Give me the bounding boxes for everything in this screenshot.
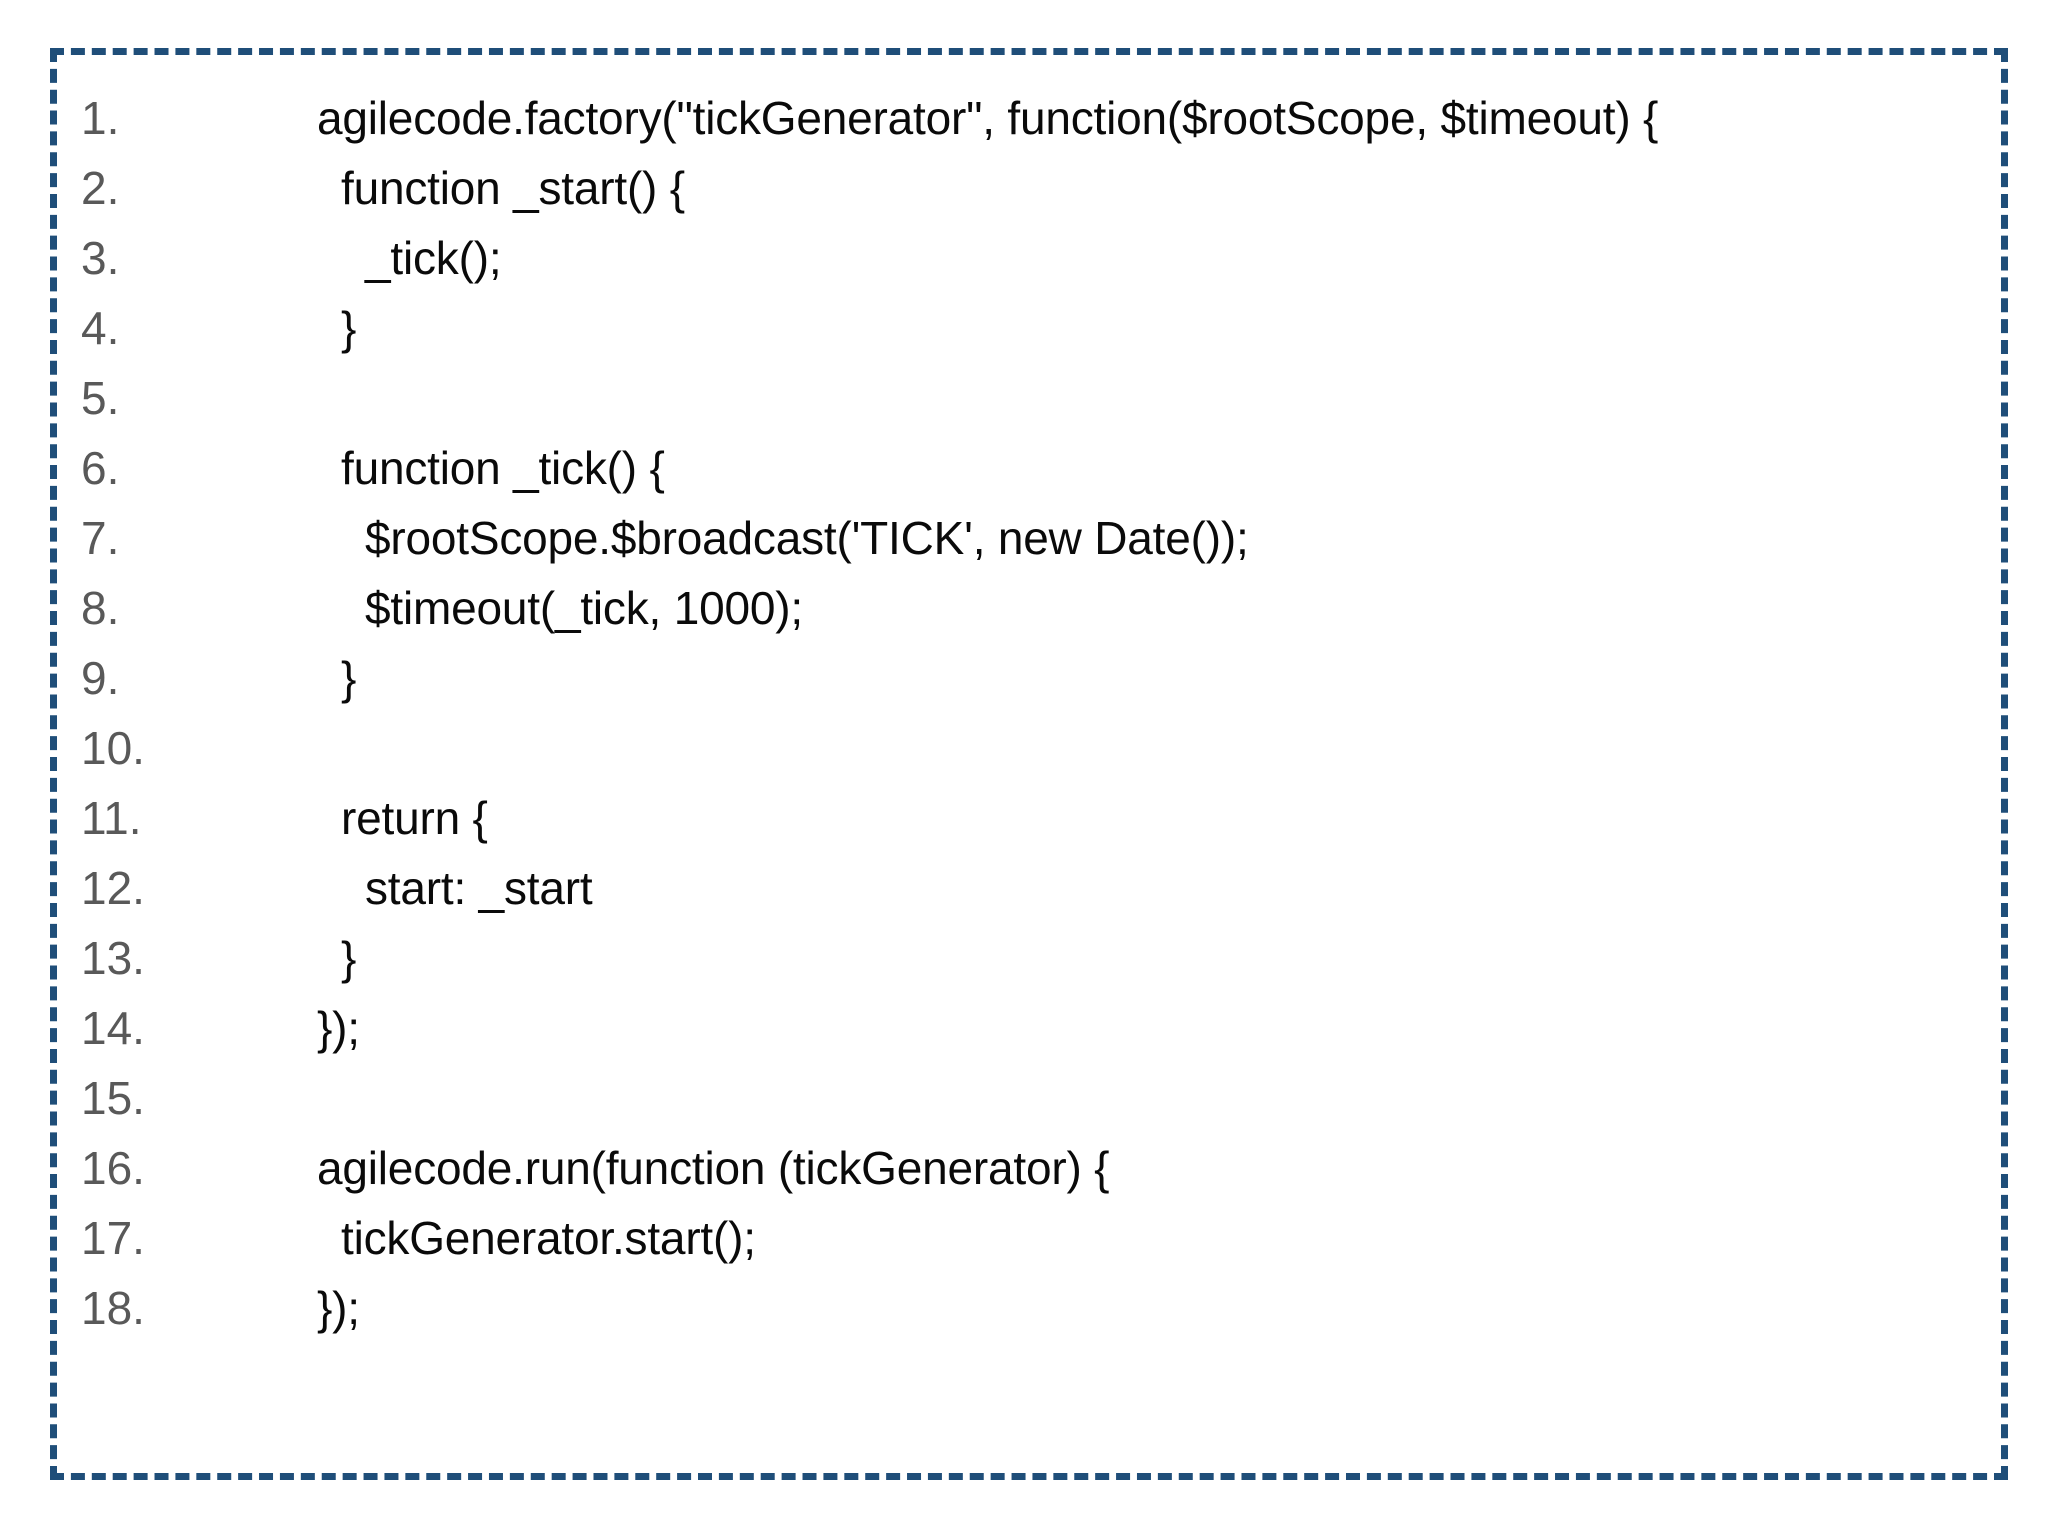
line-code: function _tick() { [341, 442, 665, 494]
line-code: _tick(); [365, 232, 502, 284]
line-number: 8. [81, 582, 120, 634]
line-number: 12. [81, 862, 145, 914]
code-block-frame: 1. agilecode.factory("tickGenerator", fun… [50, 48, 2008, 1480]
code-line: 5. [71, 363, 2001, 433]
code-line: 12. start: _start [71, 853, 2001, 923]
line-number: 16. [81, 1142, 145, 1194]
code-line: 7. $rootScope.$broadcast('TICK', new Date… [71, 503, 2001, 573]
line-number: 9. [81, 652, 120, 704]
line-code: return { [341, 792, 488, 844]
line-code: } [341, 302, 357, 354]
code-line: 18.}); [71, 1273, 2001, 1343]
code-line: 3. _tick(); [71, 223, 2001, 293]
line-number: 11. [81, 792, 142, 844]
code-line: 14.}); [71, 993, 2001, 1063]
code-line: 2. function _start() { [71, 153, 2001, 223]
line-code: $rootScope.$broadcast('TICK', new Date()… [365, 512, 1249, 564]
line-code: }); [317, 1282, 360, 1334]
line-number: 18. [81, 1282, 145, 1334]
line-code: function _start() { [341, 162, 685, 214]
line-code: $timeout(_tick, 1000); [365, 582, 803, 634]
line-code: tickGenerator.start(); [341, 1212, 756, 1264]
line-number: 17. [81, 1212, 145, 1264]
code-line: 6. function _tick() { [71, 433, 2001, 503]
code-listing: 1. agilecode.factory("tickGenerator", fun… [57, 83, 2001, 1343]
line-code: } [341, 652, 357, 704]
code-line: 17. tickGenerator.start(); [71, 1203, 2001, 1273]
code-line: 11. return { [71, 783, 2001, 853]
line-code: } [341, 932, 357, 984]
code-line: 13.} [71, 923, 2001, 993]
code-line: 10. [71, 713, 2001, 783]
code-line: 9.} [71, 643, 2001, 713]
line-number: 7. [81, 512, 120, 564]
line-number: 13. [81, 932, 145, 984]
line-number: 3. [81, 232, 120, 284]
line-number: 2. [81, 162, 120, 214]
line-number: 10. [81, 722, 145, 774]
code-line: 1. agilecode.factory("tickGenerator", fun… [71, 83, 2001, 153]
line-number: 5. [81, 372, 120, 424]
code-line: 16. agilecode.run(function (tickGenerator… [71, 1133, 2001, 1203]
line-code: agilecode.factory("tickGenerator", funct… [317, 92, 1659, 144]
line-number: 14. [81, 1002, 145, 1054]
line-number: 15. [81, 1072, 145, 1124]
line-number: 1. [81, 92, 120, 144]
line-code: agilecode.run(function (tickGenerator) { [317, 1142, 1110, 1194]
line-number: 4. [81, 302, 120, 354]
code-line: 8. $timeout(_tick, 1000); [71, 573, 2001, 643]
line-code: }); [317, 1002, 360, 1054]
code-line: 4.} [71, 293, 2001, 363]
line-number: 6. [81, 442, 120, 494]
line-code: start: _start [365, 862, 593, 914]
code-line: 15. [71, 1063, 2001, 1133]
